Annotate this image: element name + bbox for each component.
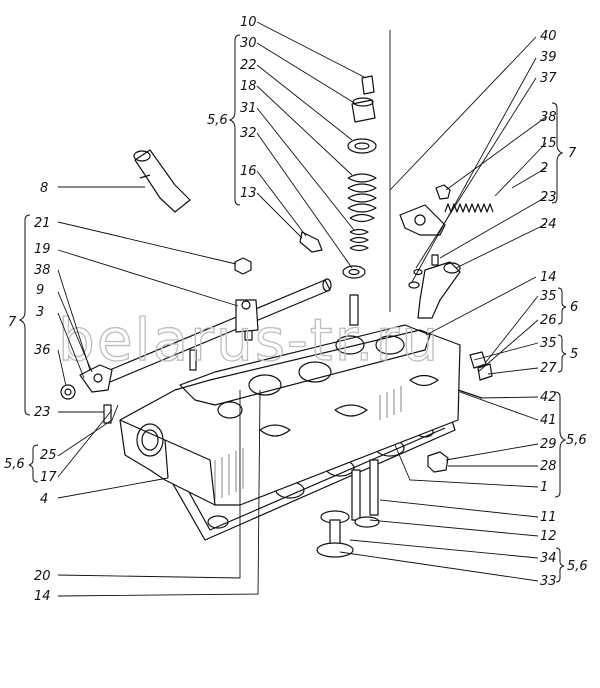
callout-25: 25 [40,448,57,463]
callout-4: 4 [40,492,48,507]
callout-32: 32 [240,126,257,141]
valve-spring-stack [299,75,377,279]
callout-26: 26 [540,313,557,328]
callout-16: 16 [240,164,257,179]
callouts-left: 8 21 19 38 9 3 36 23 25 17 4 20 14 [34,181,57,604]
callouts-top: 10 30 22 18 31 32 16 13 [240,15,257,201]
callout-31: 31 [240,101,257,116]
group-label-right-5: 5 [570,347,578,362]
callout-39: 39 [540,50,557,65]
callout-22: 22 [240,58,257,73]
callout-18: 18 [240,79,257,94]
callout-30: 30 [240,36,257,51]
callout-17: 17 [40,470,57,485]
callout-29: 29 [540,437,557,452]
callout-38: 38 [34,263,51,278]
callout-35-lower: 35 [540,336,557,351]
part-8-pipe [133,149,191,213]
callout-11: 11 [540,510,557,525]
callout-35-upper: 35 [540,289,557,304]
leader-lines [57,21,547,597]
group-labels: 5,6 7 5,6 7 6 5 5,6 5,6 [4,113,588,574]
valves [316,459,380,558]
callout-14-right: 14 [540,270,557,285]
group-label-left-56: 5,6 [4,457,25,472]
callout-38-right: 38 [540,110,557,125]
callout-15: 15 [540,136,557,151]
rocker-shaft [60,257,332,424]
callout-3: 3 [36,305,44,320]
callout-1: 1 [540,480,548,495]
group-label-right-top-7: 7 [568,146,577,161]
callout-21: 21 [34,216,51,231]
watermark-text: belarus-tr.ru [58,306,440,374]
callout-12: 12 [540,529,557,544]
callout-19: 19 [34,242,51,257]
callout-34: 34 [540,551,557,566]
callout-9: 9 [36,283,44,298]
callout-14-bottom: 14 [34,589,51,604]
callout-20: 20 [34,569,51,584]
callouts-right: 14 35 26 35 27 42 41 29 28 1 11 12 34 33 [540,270,557,589]
group-label-right-mid-56: 5,6 [566,433,587,448]
callout-24: 24 [540,217,557,232]
callout-41: 41 [540,413,557,428]
callout-13: 13 [240,186,257,201]
callout-10: 10 [240,15,257,30]
callout-23: 23 [34,405,51,420]
callout-27: 27 [540,361,557,376]
callout-37: 37 [540,71,557,86]
callouts-right-top: 40 39 37 38 15 2 23 24 [540,29,557,232]
callout-28: 28 [540,459,557,474]
callout-36: 36 [34,343,51,358]
callout-40: 40 [540,29,557,44]
right-rocker-assembly [399,184,494,473]
cylinder-head-body [119,294,461,541]
group-label-top-56: 5,6 [207,113,228,128]
callout-2: 2 [540,161,548,176]
callout-33: 33 [540,574,557,589]
braces [18,34,567,583]
callout-23-right: 23 [540,190,557,205]
callout-8: 8 [40,181,48,196]
callout-42: 42 [540,390,557,405]
group-label-right-6: 6 [570,300,578,315]
group-label-right-bottom-56: 5,6 [567,559,588,574]
group-label-left-7: 7 [8,315,17,330]
